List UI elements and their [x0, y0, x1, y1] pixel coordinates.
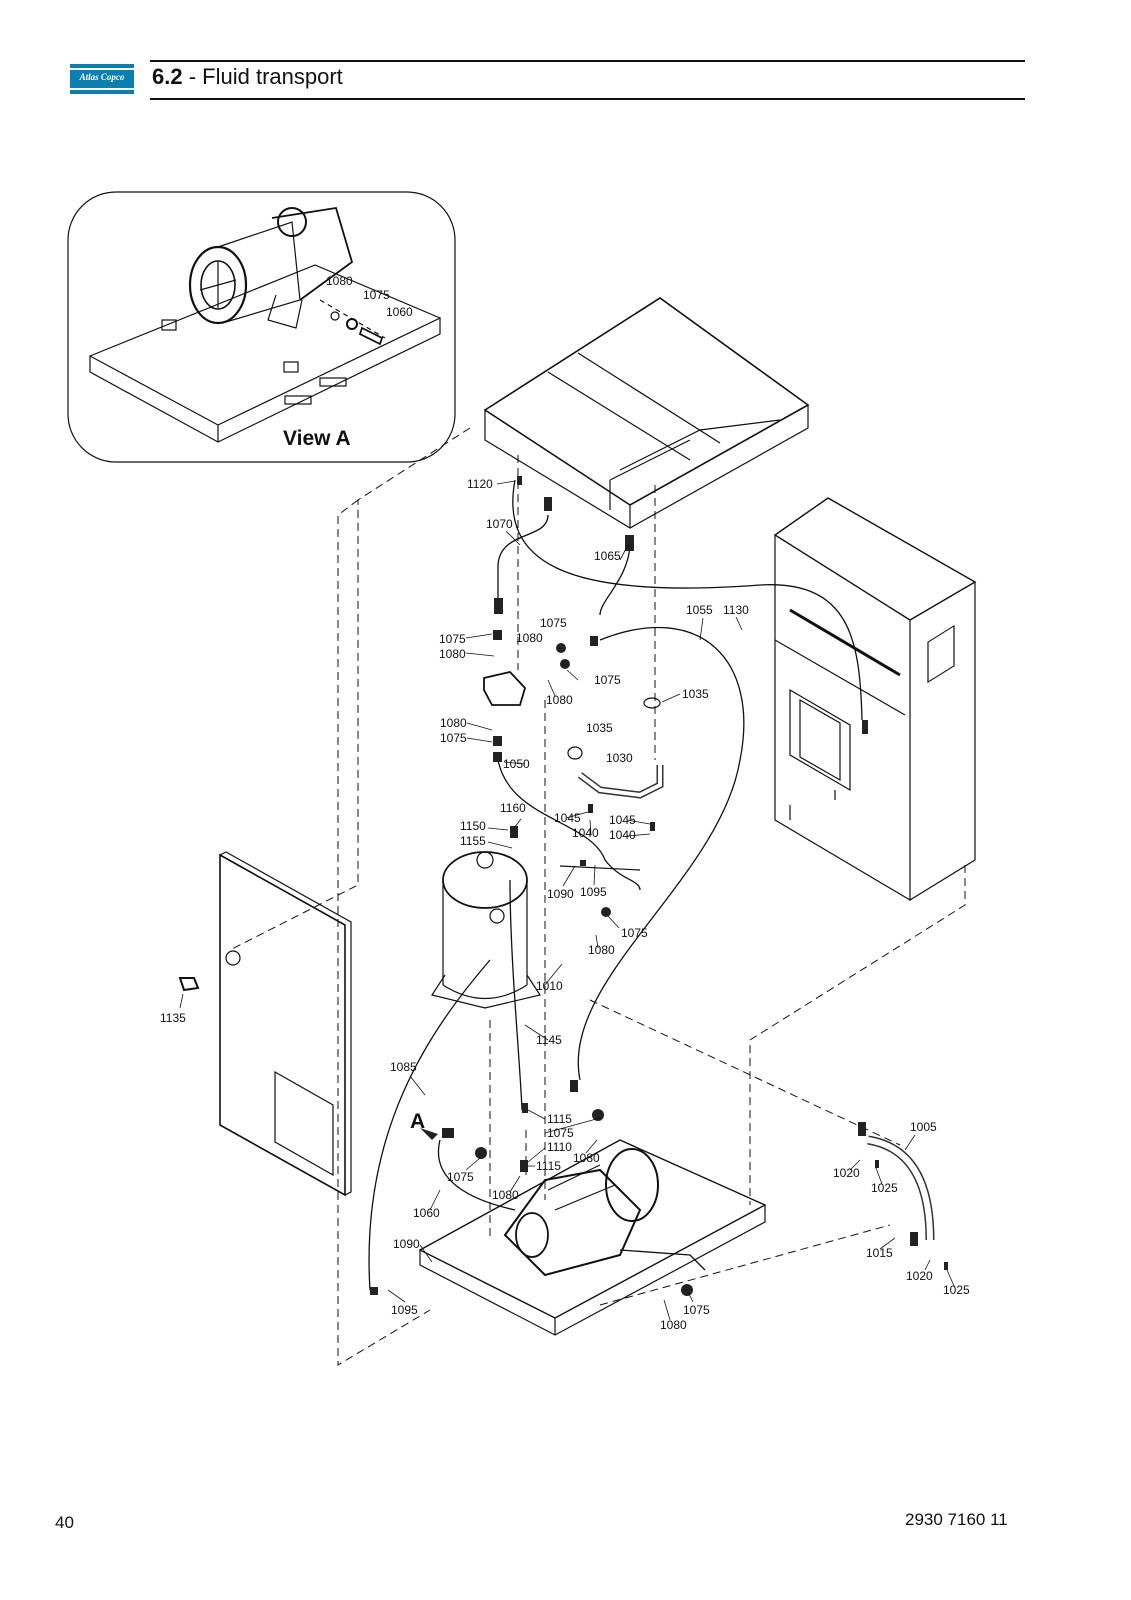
callout: 1080: [660, 1318, 687, 1332]
callout: 1025: [871, 1181, 898, 1195]
section-heading: 6.2 - Fluid transport: [152, 64, 343, 90]
callout: 1115: [547, 1112, 572, 1126]
enclosure-panel: [773, 497, 977, 902]
callout: 1115: [536, 1159, 561, 1173]
callout: 1075: [621, 926, 648, 940]
callout: 1030: [606, 751, 633, 765]
leader-lines: [179, 480, 956, 1321]
callout: 1150: [460, 819, 486, 833]
callout: 1010: [536, 979, 563, 993]
callout: 1080: [588, 943, 615, 957]
callout: 1045: [609, 813, 636, 827]
header-top-rule: [150, 60, 1025, 62]
callout: 1060: [413, 1206, 440, 1220]
callout: 1110: [547, 1140, 572, 1154]
callout: 1075: [440, 731, 467, 745]
callout: 1020: [906, 1269, 933, 1283]
atlas-copco-logo: Atlas Copco: [70, 64, 134, 94]
marker-arrow: [420, 1128, 438, 1140]
callout: 1090: [393, 1237, 420, 1251]
callout: 1015: [866, 1246, 893, 1260]
callout: 1075: [683, 1303, 710, 1317]
document-number: 2930 7160 11: [905, 1510, 1008, 1529]
callout: 1020: [833, 1166, 860, 1180]
callout: 1080: [326, 274, 353, 288]
callout-labels: 1120 1070 1065 1055 1130 1075 1080 1075 …: [160, 477, 970, 1332]
callout: 1080: [440, 716, 467, 730]
callout: 1035: [682, 687, 709, 701]
logo-text: Atlas Copco: [79, 72, 125, 82]
section-title: Fluid transport: [202, 64, 343, 89]
callout: 1155: [460, 834, 486, 848]
callout: 1160: [500, 801, 526, 815]
callout: 1075: [439, 632, 466, 646]
callout: 1080: [492, 1188, 519, 1202]
door-panel: [219, 851, 352, 1197]
callout: 1080: [439, 647, 466, 661]
callout: 1065: [594, 549, 621, 563]
callout: 1080: [516, 631, 543, 645]
callout: 1055: [686, 603, 713, 617]
cooler-assembly: [483, 297, 810, 529]
callout: 1075: [540, 616, 567, 630]
callout: 1070: [486, 517, 513, 531]
callout: 1080: [546, 693, 573, 707]
callout: 1050: [503, 757, 530, 771]
callout: 1025: [943, 1283, 970, 1297]
callout: 1130: [723, 603, 749, 617]
section-separator: -: [182, 64, 203, 89]
separator-vessel: [431, 851, 541, 1009]
callout: 1005: [910, 1120, 937, 1134]
callout: 1095: [391, 1303, 418, 1317]
callout: 1040: [572, 826, 599, 840]
callout: 1035: [586, 721, 613, 735]
callout: 1135: [160, 1011, 186, 1025]
section-number: 6.2: [152, 64, 183, 89]
page-number: 40: [55, 1513, 74, 1532]
fittings: [370, 476, 948, 1296]
callout: 1075: [363, 288, 390, 302]
callout: 1120: [467, 477, 493, 491]
view-a-marker: A: [410, 1110, 425, 1133]
callout: 1095: [580, 885, 607, 899]
callout: 1060: [386, 305, 413, 319]
callout: 1080: [573, 1151, 600, 1165]
inset-motor: [188, 206, 354, 329]
view-a-caption: View A: [283, 427, 351, 450]
callout: 1075: [594, 673, 621, 687]
callout: 1040: [609, 828, 636, 842]
callout: 1075: [447, 1170, 474, 1184]
callout: 1075: [547, 1126, 574, 1140]
view-a-inset-frame: [67, 191, 456, 463]
header-bottom-rule: [150, 98, 1025, 100]
compressor-base: [418, 1139, 767, 1336]
callout: 1090: [547, 887, 574, 901]
callout: 1085: [390, 1060, 417, 1074]
